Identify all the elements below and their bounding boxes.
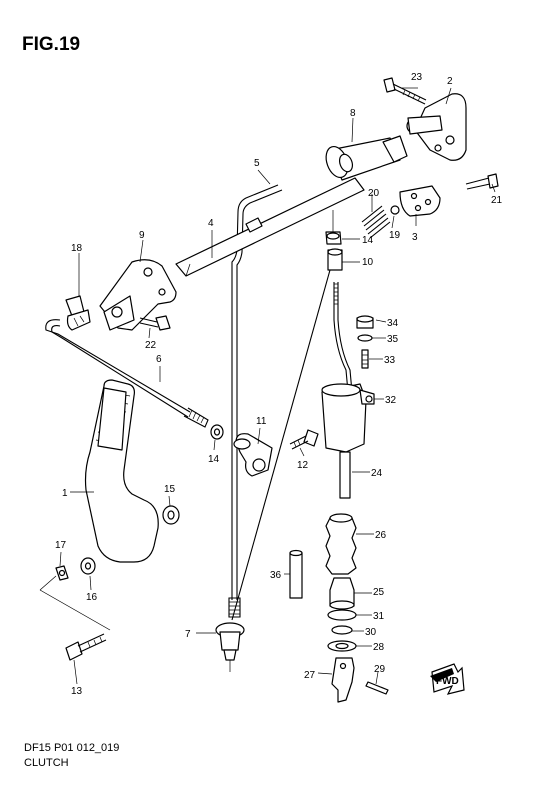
callout-34: 34 [387,318,399,329]
plate-3-part [399,185,441,217]
callout-36: 36 [270,570,282,581]
bolt-12-part [289,429,319,450]
oring-30-part [331,625,353,635]
callout-26: 26 [375,530,387,541]
callout-3: 3 [412,232,418,243]
fwd-label: FWD [436,676,459,687]
seal-25-part [329,577,355,610]
callout-23: 23 [411,72,423,83]
callout-5: 5 [254,158,260,169]
shift-bracket-part [406,93,467,161]
leader-lines [59,87,496,685]
bushing-10-part [327,248,343,271]
arm-11-part [233,433,273,477]
callout-29: 29 [374,664,386,675]
callout-13: 13 [71,686,83,697]
nut-17-part [55,565,69,581]
bracket-27-part [331,657,355,703]
nut-14-part [325,231,342,245]
washer-16-hole [84,562,92,570]
callout-31: 31 [373,611,385,622]
callout-35: 35 [387,334,399,345]
nut-34-part [356,315,374,329]
ball-19-part [390,205,400,215]
callout-30: 30 [365,627,377,638]
bolt-23-part [383,77,427,105]
bolt-21-part [465,173,499,190]
bolt-13-part [65,633,107,661]
figure-title: FIG.19 [22,34,81,55]
callout-10: 10 [362,257,374,268]
oring-31-part [327,609,357,621]
callout-7: 7 [185,629,191,640]
bolt-22-part [139,315,171,331]
callout-20: 20 [368,188,380,199]
callout-11: 11 [256,416,267,427]
pedal-1-part [84,379,159,563]
callout-4: 4 [208,218,214,229]
callout-27: 27 [304,670,316,681]
callout-18: 18 [71,243,83,254]
bracket-9-part [99,259,177,331]
callout-22: 22 [145,340,157,351]
clutch-shaft-part [175,177,365,277]
callout-21: 21 [491,195,503,206]
callout-32: 32 [385,395,397,406]
nut-14-lower-part [210,424,224,440]
pin-33-part [361,349,369,369]
callout-25: 25 [373,587,385,598]
rod-to-lever-line [231,269,331,621]
clip-18-part [65,295,91,331]
lever-7-part [215,622,245,672]
pin-29-part [365,681,389,695]
callout-1: 1 [62,488,68,499]
figure-code: DF15 P01 012_019 [24,742,120,754]
callout-16-label: 16 [86,592,98,603]
spring-20-part [361,205,391,239]
figure-name: CLUTCH [24,757,69,769]
callout-24: 24 [371,468,383,479]
callout-14-bottom: 14 [208,454,220,465]
assembly-line [39,589,111,631]
washer-15-hole [167,510,175,520]
callout-17-label: 17 [55,540,67,551]
callout-15: 15 [164,484,176,495]
shaft-housing-part [325,135,408,181]
callout-9: 9 [139,230,145,241]
callout-8: 8 [350,108,356,119]
callout-33: 33 [384,355,396,366]
callout-2: 2 [447,76,453,87]
callout-14-top: 14 [362,235,374,246]
rod-6-part [45,319,209,428]
callout-28: 28 [373,642,385,653]
callout-12: 12 [297,460,309,471]
retainer-28-part [327,640,357,652]
assembly-line-2 [39,575,57,591]
rod-24-part [339,451,351,499]
pin-36-part [289,549,303,599]
washer-35-part [357,334,373,342]
callout-labels: 1 2 3 4 5 6 7 8 9 10 11 12 13 14 14 15 1… [62,72,503,697]
linkage-rod-part [333,282,353,393]
boot-26-part [325,513,357,575]
fwd-arrow-icon: FWD [430,663,465,695]
callout-19: 19 [389,230,401,241]
callout-6: 6 [156,354,162,365]
shift-body-32-part [321,383,375,453]
